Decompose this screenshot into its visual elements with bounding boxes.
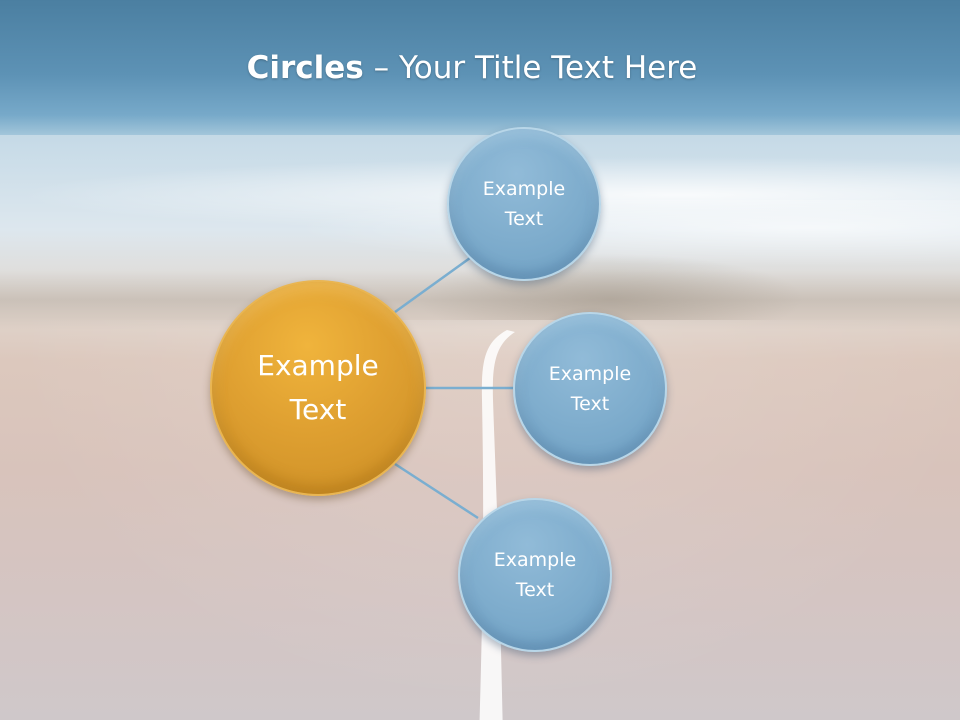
satellite-circle-3-label: Example Text	[493, 549, 577, 601]
satellite-circle-2-label: Example Text	[548, 363, 632, 415]
slide-title: Circles – Your Title Text Here	[0, 50, 944, 86]
satellite-circle-2[interactable]: Example Text	[513, 312, 667, 466]
center-circle[interactable]: Example Text	[210, 280, 426, 496]
center-circle-label: Example Text	[257, 349, 379, 426]
connector-line-1	[394, 256, 471, 314]
satellite-circle-1-label: Example Text	[482, 178, 566, 230]
slide-title-rest: – Your Title Text Here	[363, 50, 698, 86]
distant-hills	[400, 250, 820, 320]
slide-title-bold: Circles	[246, 50, 364, 86]
horizon-haze	[0, 270, 960, 330]
satellite-circle-1[interactable]: Example Text	[447, 127, 601, 281]
connector-line-3	[394, 462, 479, 520]
satellite-circle-3[interactable]: Example Text	[458, 498, 612, 652]
title-band	[0, 0, 960, 135]
